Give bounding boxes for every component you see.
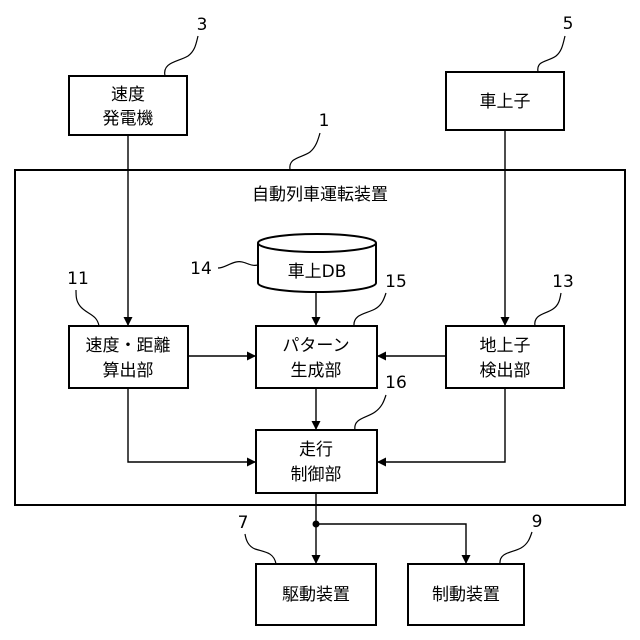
ground-detector-label-2: 検出部 bbox=[480, 361, 531, 381]
system-title: 自動列車運転装置 bbox=[252, 185, 388, 205]
ref-number-11: 11 bbox=[67, 269, 89, 289]
ref-number-15: 15 bbox=[385, 272, 407, 292]
run-control-label-2: 制御部 bbox=[291, 465, 342, 485]
run-control-label-1: 走行 bbox=[299, 440, 333, 460]
ref-leader-16 bbox=[355, 395, 386, 430]
ref-leader-15 bbox=[354, 293, 386, 326]
brake-device-label: 制動装置 bbox=[432, 585, 500, 605]
arrow-run-control-to-brake bbox=[316, 524, 466, 564]
ref-leader-14 bbox=[218, 262, 258, 268]
ref-number-3: 3 bbox=[197, 15, 208, 35]
speed-generator-label-2: 発電機 bbox=[103, 109, 154, 129]
drive-device-label: 駆動装置 bbox=[282, 585, 350, 605]
arrow-ground-detector-to-run-control bbox=[377, 388, 505, 462]
ref-leader-1 bbox=[290, 133, 320, 170]
ref-leader-7 bbox=[245, 534, 276, 564]
ref-leader-9 bbox=[500, 532, 532, 564]
junction-dot bbox=[313, 521, 320, 528]
pattern-generator-label-2: 生成部 bbox=[291, 361, 342, 381]
ref-leader-5 bbox=[538, 36, 565, 72]
pattern-generator-label-1: パターン bbox=[282, 336, 349, 356]
speed-distance-label-2: 算出部 bbox=[103, 361, 154, 381]
ref-leader-11 bbox=[76, 290, 99, 326]
ref-number-1: 1 bbox=[319, 111, 330, 131]
speed-generator-label-1: 速度 bbox=[111, 85, 145, 105]
ref-number-7: 7 bbox=[238, 513, 249, 533]
onboard-db-cylinder-top bbox=[258, 234, 376, 252]
ref-leader-3 bbox=[165, 36, 198, 76]
arrow-speed-distance-to-run-control bbox=[128, 388, 256, 462]
ref-number-16: 16 bbox=[385, 373, 407, 393]
ref-leader-13 bbox=[535, 293, 561, 326]
onboard-db-label: 車上DB bbox=[288, 262, 347, 282]
speed-distance-label-1: 速度・距離 bbox=[86, 336, 171, 356]
ref-number-14: 14 bbox=[190, 259, 212, 279]
ref-number-9: 9 bbox=[532, 512, 543, 532]
ref-number-5: 5 bbox=[563, 14, 574, 34]
ground-detector-label-1: 地上子 bbox=[480, 336, 531, 356]
onboard-unit-label: 車上子 bbox=[480, 92, 531, 112]
ref-number-13: 13 bbox=[552, 272, 574, 292]
